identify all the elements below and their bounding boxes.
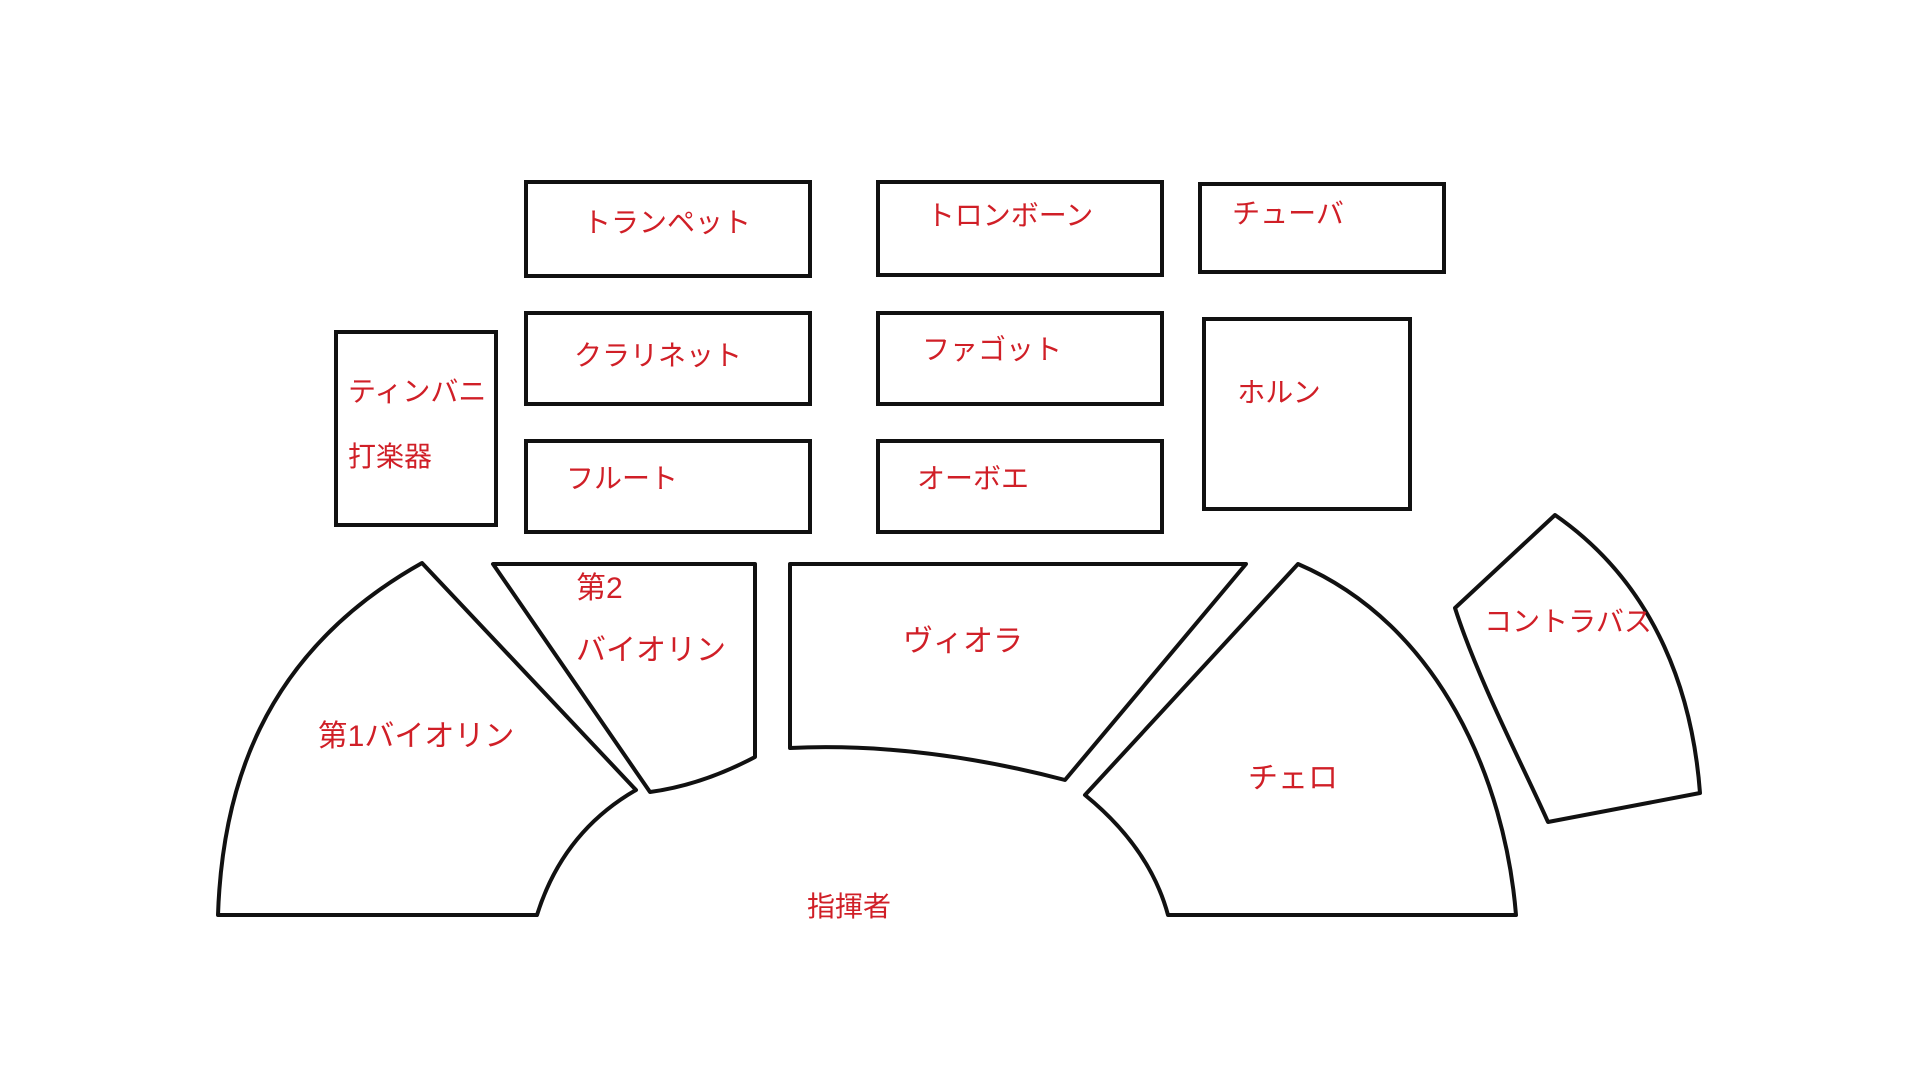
tuba-label: チューバ: [1232, 198, 1344, 229]
oboe-box: [876, 439, 1164, 534]
trombone-box: [876, 180, 1164, 277]
flute-label: フルート: [565, 463, 679, 494]
flute-box: [524, 439, 812, 534]
trumpet-label: トランペット: [582, 207, 752, 238]
first-violin-label: 第1バイオリン: [317, 720, 515, 753]
percussion-label: 打楽器: [348, 441, 433, 472]
trombone-label: トロンボーン: [926, 200, 1094, 231]
first-violin-shape: [216, 561, 638, 917]
bassoon-label: ファゴット: [921, 334, 1063, 365]
timpani-label: ティンバニ: [348, 376, 487, 407]
percussion-box: [334, 330, 498, 527]
horn-label: ホルン: [1237, 377, 1321, 408]
trumpet-box: [524, 180, 812, 278]
viola-label: ヴィオラ: [903, 625, 1023, 658]
contrabass-label: コントラバス: [1484, 606, 1652, 637]
viola-shape: [788, 562, 1248, 782]
cello-shape: [1083, 562, 1518, 917]
horn-box: [1202, 317, 1412, 511]
contrabass-shape: [1453, 513, 1702, 824]
second-violin-shape: [491, 562, 757, 794]
bassoon-box: [876, 311, 1164, 406]
conductor-label: 指揮者: [806, 891, 892, 922]
second-violin-label-line2: バイオリン: [576, 634, 726, 667]
tuba-box: [1198, 182, 1446, 274]
clarinet-label: クラリネット: [573, 340, 743, 371]
second-violin-label-line1: 第2: [576, 572, 623, 605]
clarinet-box: [524, 311, 812, 406]
oboe-label: オーボエ: [916, 463, 1030, 494]
cello-label: チェロ: [1248, 762, 1338, 795]
